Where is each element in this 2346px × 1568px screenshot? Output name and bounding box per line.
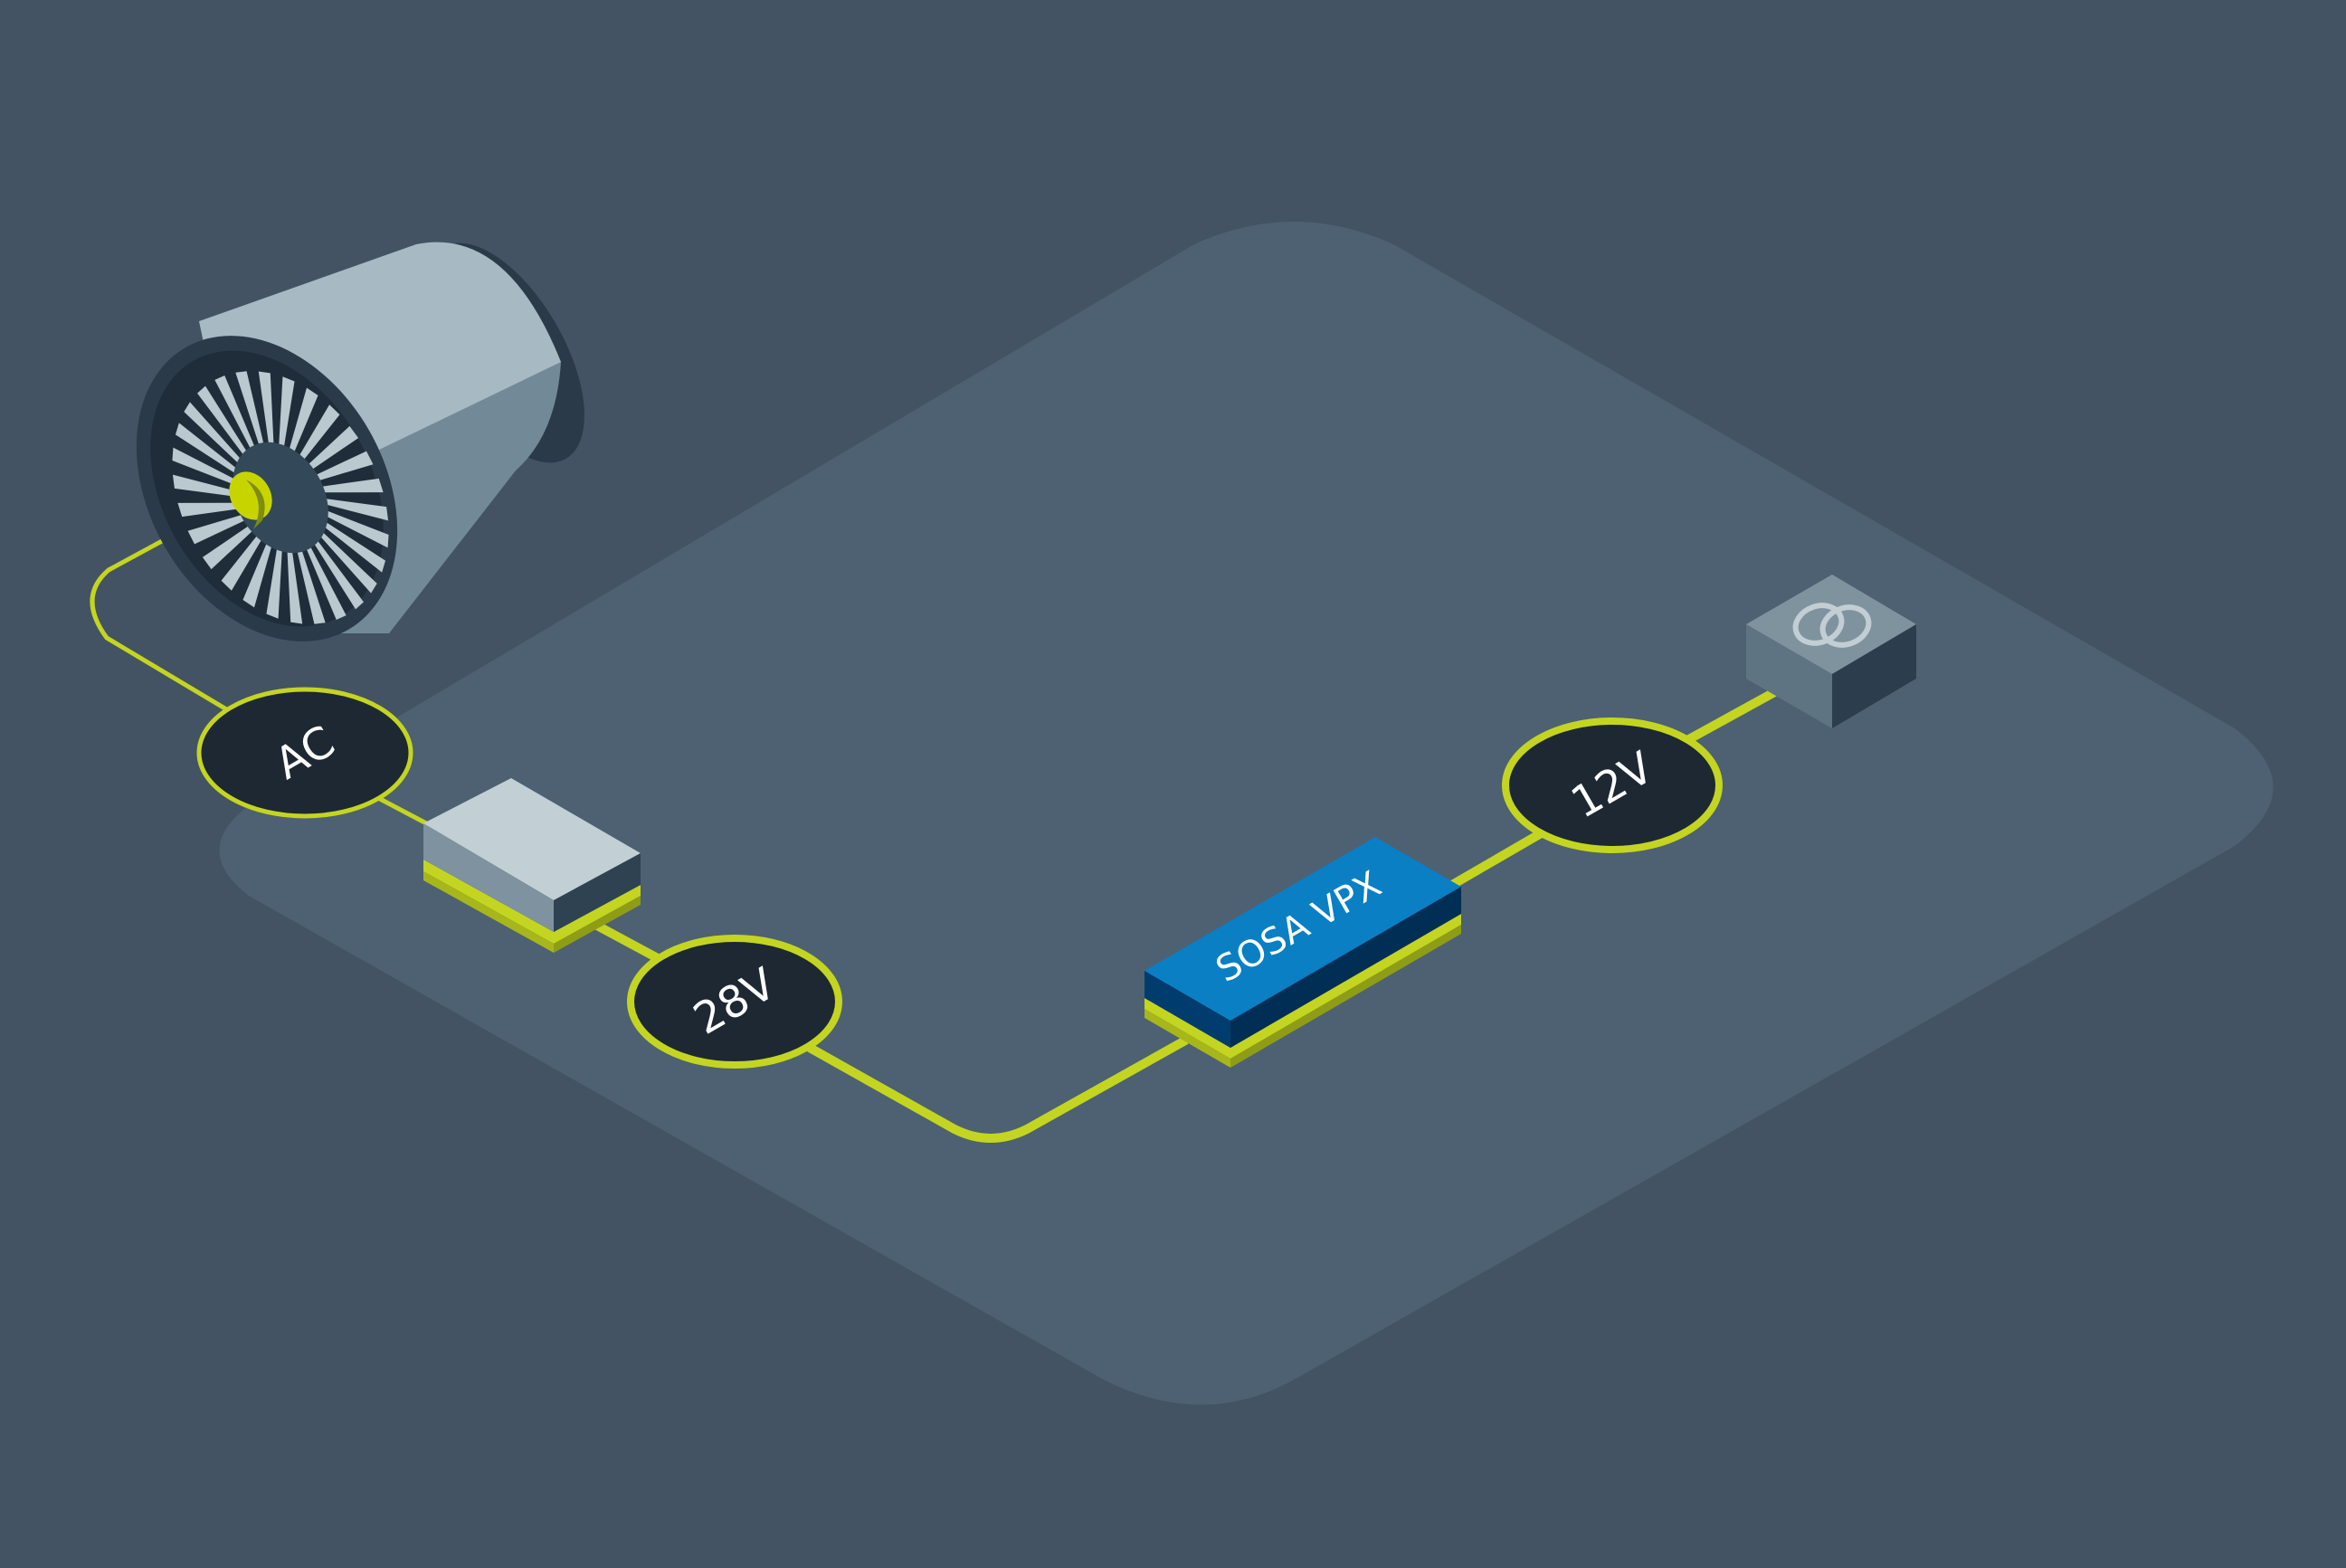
wire-12v-to-endpoint: [1683, 686, 1782, 745]
wire-network: [90, 498, 1782, 1143]
fan-blade: [172, 447, 242, 488]
platform: [219, 222, 2274, 1405]
sosa-front: [1145, 971, 1230, 1048]
fan-blade: [235, 371, 266, 452]
converter-base-top: [423, 860, 641, 944]
wire-sosa-to-12v: [1448, 828, 1547, 889]
fan-blade: [309, 534, 364, 610]
fan-blade: [214, 375, 258, 456]
sosa-base-front: [1145, 1009, 1230, 1068]
badge-12v: 12V: [1502, 717, 1723, 853]
sosa-top: [1145, 837, 1461, 1021]
endpoint-device: [1746, 575, 1916, 728]
fan-blade: [172, 474, 242, 498]
fan-blade: [303, 425, 359, 473]
wire-28v-to-sosa: [805, 1036, 1190, 1143]
fan-blade: [318, 518, 386, 573]
converter-top: [423, 778, 641, 900]
engine-spinner-shade: [246, 480, 265, 529]
fan-blade: [315, 478, 384, 493]
fan-blade: [287, 543, 303, 624]
fan-blade: [278, 376, 295, 454]
sosa-side: [1230, 887, 1461, 1048]
fan-blade: [197, 385, 252, 461]
sosa-vpx-module: SOSA VPX: [1145, 837, 1461, 1068]
fan-blade: [242, 537, 274, 608]
fan-blade: [177, 502, 246, 518]
fan-blade: [184, 402, 246, 469]
fan-blade: [258, 371, 274, 452]
converter-side: [554, 853, 641, 932]
fan-blade: [318, 498, 389, 521]
sosa-base-side: [1230, 925, 1461, 1068]
converter-base-front: [423, 871, 554, 953]
converter-base-side: [554, 896, 641, 953]
endpoint-left: [1746, 624, 1832, 728]
wire-engine-to-ac: [90, 498, 240, 713]
fan-blade: [303, 539, 347, 620]
fan-blade: [266, 541, 283, 619]
fan-blade: [221, 530, 265, 591]
badge-ac: AC: [196, 687, 413, 819]
power-converter: [423, 778, 641, 953]
fan-blade: [319, 508, 389, 548]
fan-blade: [309, 451, 374, 483]
fan-blade: [315, 527, 377, 594]
engine-fan-blades: [172, 371, 389, 624]
converter-front: [423, 823, 554, 932]
wire-converter-to-28v: [593, 921, 660, 962]
jet-engine: [136, 242, 584, 641]
badge-28v: 28V: [627, 935, 842, 1069]
endpoint-top: [1746, 575, 1916, 674]
fan-blade: [187, 512, 252, 545]
fan-blade: [202, 522, 258, 570]
fan-blade: [296, 404, 340, 465]
wire-ac-to-converter: [377, 796, 432, 828]
fan-blade: [295, 543, 326, 624]
interlocking-rings-icon: [1792, 603, 1872, 648]
fan-blade: [287, 387, 318, 459]
fan-blade: [175, 423, 242, 478]
endpoint-right: [1832, 624, 1916, 728]
